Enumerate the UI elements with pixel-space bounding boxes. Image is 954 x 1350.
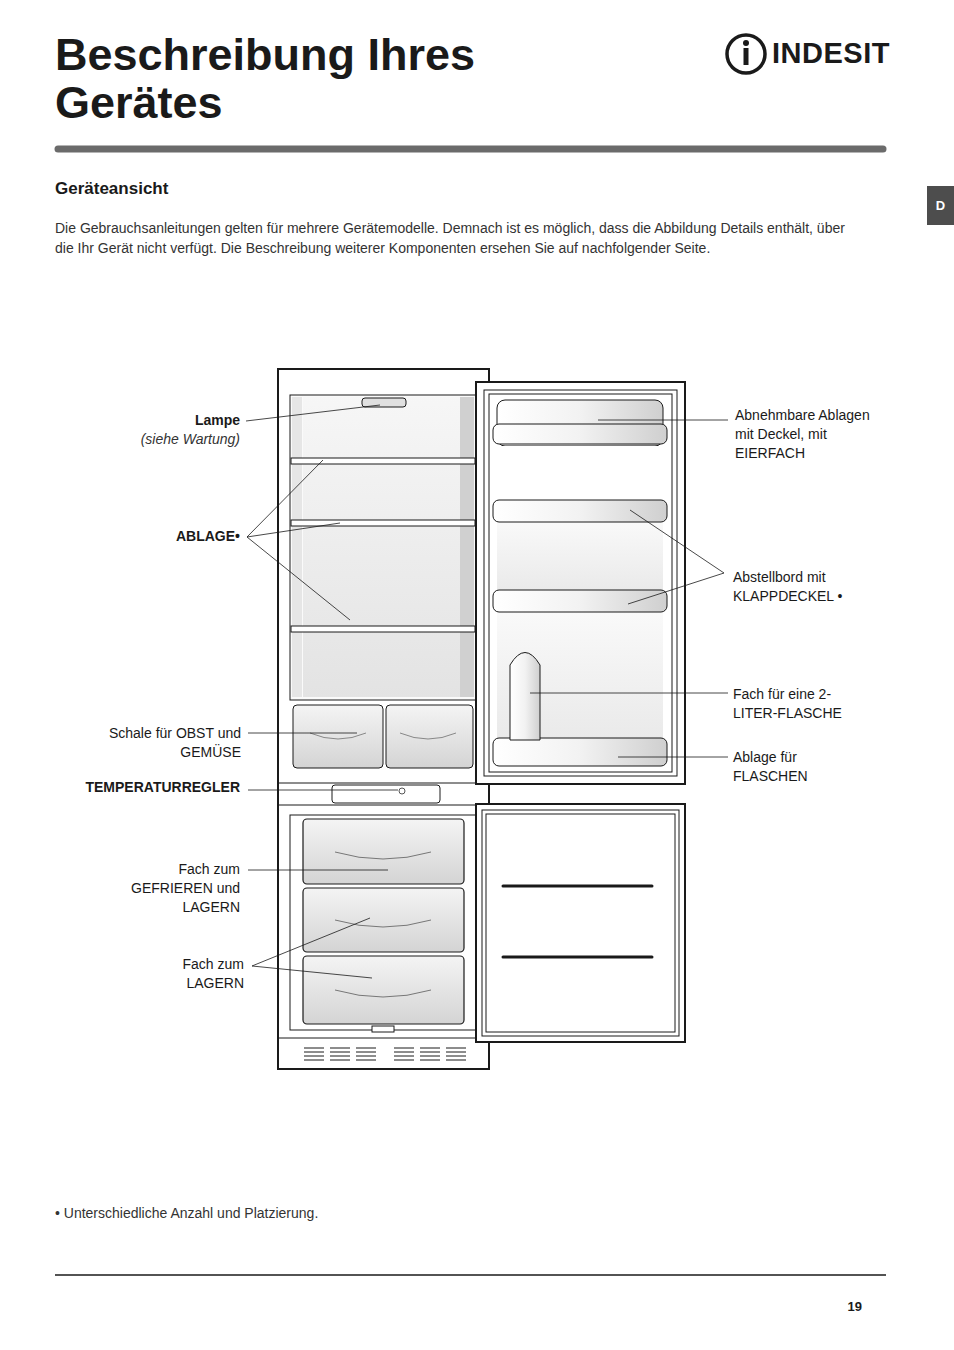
page-title: Beschreibung Ihres Gerätes	[55, 31, 535, 127]
callout-label: Abnehmbare Ablagen mit Deckel, mit EIERF…	[735, 406, 883, 463]
vent-stroke	[356, 1052, 376, 1053]
page-number: 19	[820, 1297, 862, 1316]
callout-label: Lampe	[140, 411, 240, 430]
section-heading: Geräteansicht	[55, 179, 168, 199]
vent-stroke	[420, 1060, 440, 1061]
vent-stroke	[356, 1056, 376, 1057]
callout-label: Abstellbord mit KLAPPDECKEL •	[733, 568, 873, 606]
vent-stroke	[304, 1052, 324, 1053]
vent-stroke	[330, 1056, 350, 1057]
vent-stroke	[330, 1048, 350, 1049]
tab-letter: D	[936, 198, 945, 213]
vent-stroke	[304, 1056, 324, 1057]
vent-stroke	[446, 1052, 466, 1053]
callout-label: ABLAGE•	[130, 527, 240, 546]
language-tab: D	[927, 186, 954, 225]
footnote: • Unterschiedliche Anzahl und Platzierun…	[55, 1204, 555, 1223]
vent-stroke	[394, 1060, 414, 1061]
vent-stroke	[394, 1056, 414, 1057]
callout-label: Schale für OBST und GEMÜSE	[86, 724, 241, 762]
vent-stroke	[330, 1052, 350, 1053]
callout-label: Fach zum GEFRIEREN und LAGERN	[112, 860, 240, 917]
vent-stroke	[356, 1060, 376, 1061]
callout-label: Ablage für FLASCHEN	[733, 748, 843, 786]
vent-stroke	[420, 1048, 440, 1049]
vent-stroke	[420, 1052, 440, 1053]
vent-stroke	[330, 1060, 350, 1061]
intro-paragraph: Die Gebrauchsanleitungen gelten für mehr…	[55, 219, 855, 258]
callout-label: Fach zum LAGERN	[166, 955, 244, 993]
vent-stroke	[304, 1060, 324, 1061]
vent-stroke	[304, 1048, 324, 1049]
callout-label: Fach für eine 2-LITER-FLASCHE	[733, 685, 868, 723]
vent-stroke	[446, 1060, 466, 1061]
vent-stroke	[356, 1048, 376, 1049]
brand-logo: INDESIT	[772, 36, 890, 70]
vent-stroke	[446, 1056, 466, 1057]
vent-stroke	[394, 1048, 414, 1049]
vent-stroke	[394, 1052, 414, 1053]
vent-stroke	[420, 1056, 440, 1057]
vent-stroke	[446, 1048, 466, 1049]
callout-note: (siehe Wartung)	[100, 430, 240, 449]
callout-label: TEMPERATURREGLER	[55, 778, 240, 797]
